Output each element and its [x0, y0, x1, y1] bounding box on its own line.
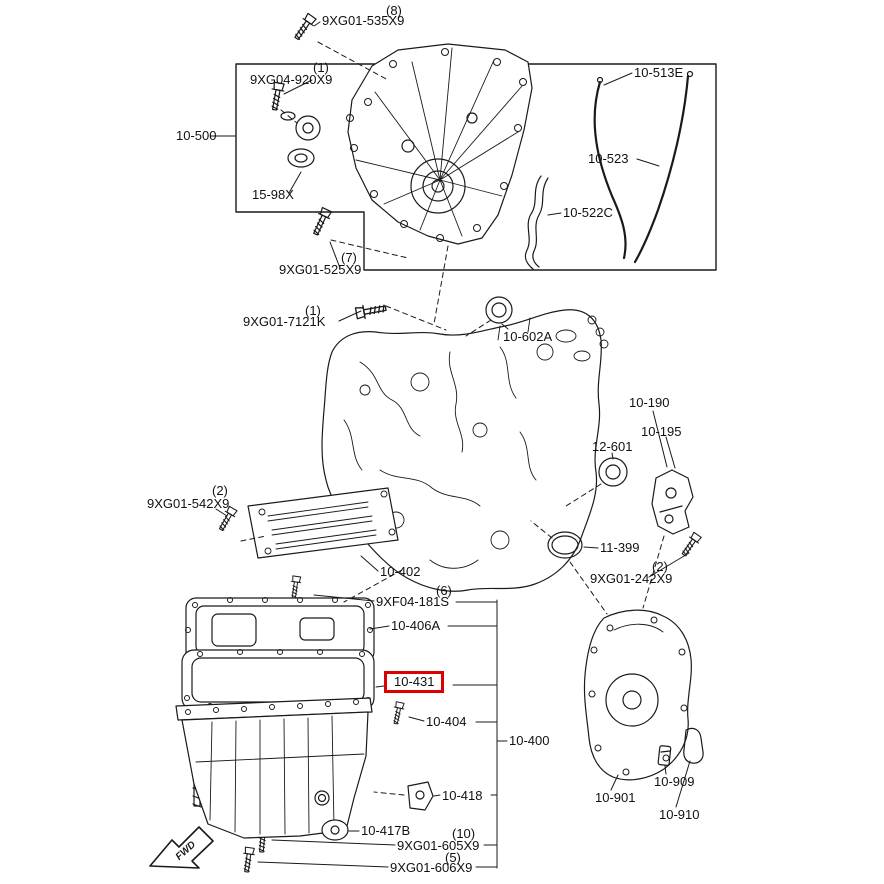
projection-lines	[240, 41, 665, 796]
group-box-10-500	[235, 63, 717, 271]
baffle-plate-drawing	[247, 487, 399, 559]
qty-badge-9xg04-920x9: (1)	[313, 60, 329, 75]
part-label-10-431-highlighted[interactable]: 10-431	[384, 671, 445, 694]
part-label-9xg01-242x9[interactable]: 9XG01-242X9	[590, 571, 673, 586]
part-label-10-190[interactable]: 10-190	[629, 395, 670, 410]
part-label-10-500[interactable]: 10-500	[176, 128, 217, 143]
part-label-9xg01-525x9[interactable]: 9XG01-525X9	[279, 262, 362, 277]
tensioner-pulley-drawing	[280, 111, 321, 168]
qty-badge-9xf04-181s: (6)	[436, 583, 452, 598]
part-label-10-406a[interactable]: 10-406A	[391, 618, 441, 633]
part-label-9xg01-542x9[interactable]: 9XG01-542X9	[147, 496, 230, 511]
part-label-10-602a[interactable]: 10-602A	[503, 329, 553, 344]
fwd-arrow: FWD	[149, 826, 214, 869]
gasket-rods-drawing	[593, 70, 694, 264]
qty-badge-9xg01-535x9: (8)	[386, 3, 402, 18]
part-label-10-402[interactable]: 10-402	[380, 564, 421, 579]
part-label-10-417b[interactable]: 10-417B	[361, 823, 411, 838]
oring-11-399-drawing	[547, 531, 583, 559]
oil-pan-lower-drawing	[175, 697, 373, 839]
plate-10-417b-drawing	[321, 819, 349, 841]
part-label-9xf04-181s[interactable]: 9XF04-181S	[376, 594, 449, 609]
seal-10-602a-drawing	[485, 296, 513, 324]
part-label-11-399[interactable]: 11-399	[600, 540, 640, 555]
plug-10-909-drawing	[657, 745, 672, 766]
part-label-9xg01-606x9[interactable]: 9XG01-606X9	[390, 860, 473, 875]
qty-badge-9xg01-605x9: (10)	[452, 826, 476, 841]
part-label-9xg01-7121k[interactable]: 9XG01-7121K	[243, 314, 326, 329]
part-label-10-400[interactable]: 10-400	[509, 733, 550, 748]
qty-badge-9xg01-7121k: (1)	[305, 303, 321, 318]
part-label-10-404[interactable]: 10-404	[426, 714, 467, 729]
oil-pan-upper-drawing	[185, 597, 375, 663]
part-label-9xg01-605x9[interactable]: 9XG01-605X9	[397, 838, 480, 853]
part-label-10-522c[interactable]: 10-522C	[563, 205, 613, 220]
part-label-12-601[interactable]: 12-601	[592, 439, 633, 454]
part-label-10-909[interactable]: 10-909	[654, 774, 695, 789]
bracket-10-418-drawing	[407, 781, 434, 811]
part-label-10-910[interactable]: 10-910	[659, 807, 700, 822]
engine-block-drawing	[321, 309, 609, 592]
part-label-9xg04-920x9[interactable]: 9XG04-920X9	[250, 72, 333, 87]
part-label-10-901[interactable]: 10-901	[595, 790, 636, 805]
qty-badge-9xg01-606x9: (5)	[445, 850, 461, 865]
qty-badge-9xg01-542x9: (2)	[212, 483, 228, 498]
timing-cover-drawing	[346, 43, 533, 245]
bracket-10-190-drawing	[651, 469, 694, 535]
seal-12-601-drawing	[598, 457, 628, 487]
end-plate-10-901-drawing	[583, 609, 692, 781]
gasket-10-522c-drawing	[524, 175, 549, 270]
part-label-10-523[interactable]: 10-523	[588, 151, 629, 166]
part-label-10-513e[interactable]: 10-513E	[634, 65, 684, 80]
part-label-15-98x[interactable]: 15-98X	[252, 187, 294, 202]
part-label-10-195[interactable]: 10-195	[641, 424, 682, 439]
qty-badge-9xg01-525x9: (7)	[341, 250, 357, 265]
leader-lines	[209, 21, 691, 869]
part-label-10-418[interactable]: 10-418	[442, 788, 483, 803]
part-label-9xg01-535x9[interactable]: 9XG01-535X9	[322, 13, 405, 28]
clip-10-910-drawing	[683, 727, 704, 764]
qty-badge-9xg01-242x9: (2)	[652, 559, 668, 574]
